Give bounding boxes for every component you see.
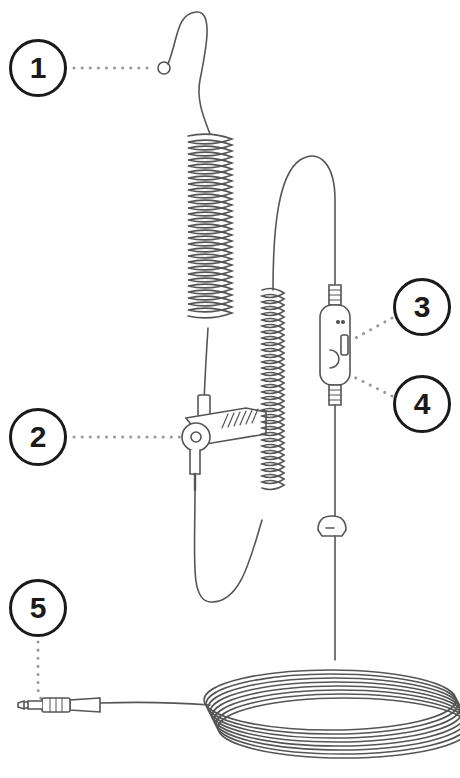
- callout-circle: 3: [393, 278, 451, 336]
- cable-coil: [262, 289, 284, 490]
- wire: [194, 490, 262, 602]
- wire: [100, 702, 210, 705]
- callout-number: 4: [414, 389, 431, 419]
- callout-circle: 1: [9, 39, 67, 97]
- callout-number: 5: [30, 593, 47, 623]
- clip-pivot: [182, 423, 210, 451]
- leader-lines: [38, 68, 392, 702]
- acoustic-coil: [188, 134, 232, 318]
- audio-plug: [18, 698, 100, 712]
- callout-number: 1: [30, 53, 47, 83]
- cable-spool: [204, 670, 460, 758]
- callout-circle: 4: [393, 375, 451, 433]
- callout-circle: 2: [9, 408, 67, 466]
- callout-number: 2: [30, 422, 47, 452]
- acoustic-tube: [168, 12, 210, 134]
- ptt-switch: [341, 335, 348, 355]
- callout-circle: 5: [9, 579, 67, 637]
- wire: [334, 405, 336, 518]
- cable-clip: [318, 516, 346, 536]
- wire: [273, 156, 335, 290]
- callout-number: 3: [414, 292, 431, 322]
- ptt-box: [320, 305, 350, 385]
